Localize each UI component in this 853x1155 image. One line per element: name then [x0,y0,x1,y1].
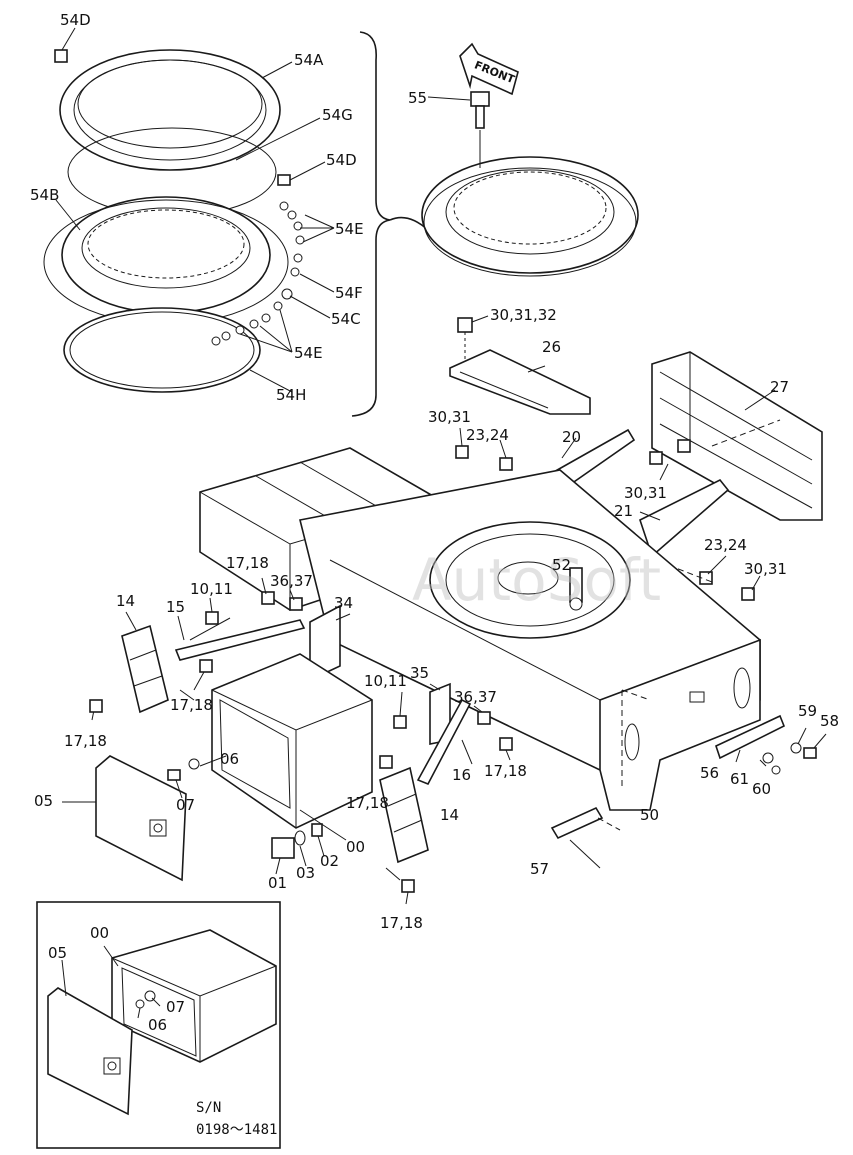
callout-14: 14 [116,592,135,610]
callout-10-11: 10,11 [190,580,233,598]
callout-17-18: 17,18 [170,696,213,714]
callout-23-24: 23,24 [466,426,509,444]
callout-17-18: 17,18 [226,554,269,572]
callout-02: 02 [320,852,339,870]
bearing-balls [211,201,305,346]
callout-54d: 54D [60,11,91,29]
callout-14: 14 [440,806,459,824]
watermark-text: AutoSoft [412,546,661,614]
callout-54f: 54F [335,284,363,302]
callout-17-18: 17,18 [484,762,527,780]
upper-frame [449,315,823,601]
serial-inset: S/N 0198～1481 [36,901,281,1149]
callout-21: 21 [614,502,633,520]
serial-range: 0198～1481 [196,1122,277,1138]
callout-54e: 54E [335,220,364,238]
front-arrow-icon: FRONT [459,42,519,96]
callout-06: 06 [220,750,239,768]
callout-00: 00 [346,838,365,856]
callout-20: 20 [562,428,581,446]
revolving-frame [174,447,761,811]
callout-56: 56 [700,764,719,782]
callout-60: 60 [752,780,771,798]
callout-54c: 54C [331,310,361,328]
callout-50: 50 [640,806,659,824]
callout-30-31: 30,31 [428,408,471,426]
callout-27: 27 [770,378,789,396]
callout-06: 06 [148,1016,167,1034]
tool-box-assembly [62,611,429,905]
callout-54a: 54A [294,51,324,69]
callout-30-31: 30,31 [624,484,667,502]
callout-34: 34 [334,594,353,612]
callout-30-31: 30,31 [744,560,787,578]
swing-bearing-assembled: FRONT [421,42,639,277]
callout-17-18: 17,18 [64,732,107,750]
serial-label: S/N [196,1100,221,1116]
callout-07: 07 [166,998,185,1016]
callout-00: 00 [90,924,109,942]
callout-26: 26 [542,338,561,356]
callout-17-18: 17,18 [380,914,423,932]
swing-bearing-exploded [43,27,429,417]
callout-52: 52 [552,556,571,574]
callout-03: 03 [296,864,315,882]
callout-61: 61 [730,770,749,788]
callout-01: 01 [268,874,287,892]
callout-57: 57 [530,860,549,878]
rear-cover-parts [550,714,827,869]
callout-labels: 54D 54A 54G 54D 54B 54E 54F 54C 54E 54H … [30,11,839,1034]
callout-54h: 54H [276,386,306,404]
callout-55: 55 [408,89,427,107]
callout-58: 58 [820,712,839,730]
callout-07: 07 [176,796,195,814]
callout-54b: 54B [30,186,59,204]
callout-36-37: 36,37 [454,688,497,706]
callout-54d: 54D [326,151,357,169]
callout-54g: 54G [322,106,353,124]
callout-15: 15 [166,598,185,616]
callout-36-37: 36,37 [270,572,313,590]
callout-23-24: 23,24 [704,536,747,554]
callout-16: 16 [452,766,471,784]
callout-05: 05 [48,944,67,962]
callout-30-31-32: 30,31,32 [490,306,557,324]
callout-35: 35 [410,664,429,682]
callout-10-11: 10,11 [364,672,407,690]
callout-17-18: 17,18 [346,794,389,812]
callout-05: 05 [34,792,53,810]
callout-59: 59 [798,702,817,720]
callout-54e: 54E [294,344,323,362]
